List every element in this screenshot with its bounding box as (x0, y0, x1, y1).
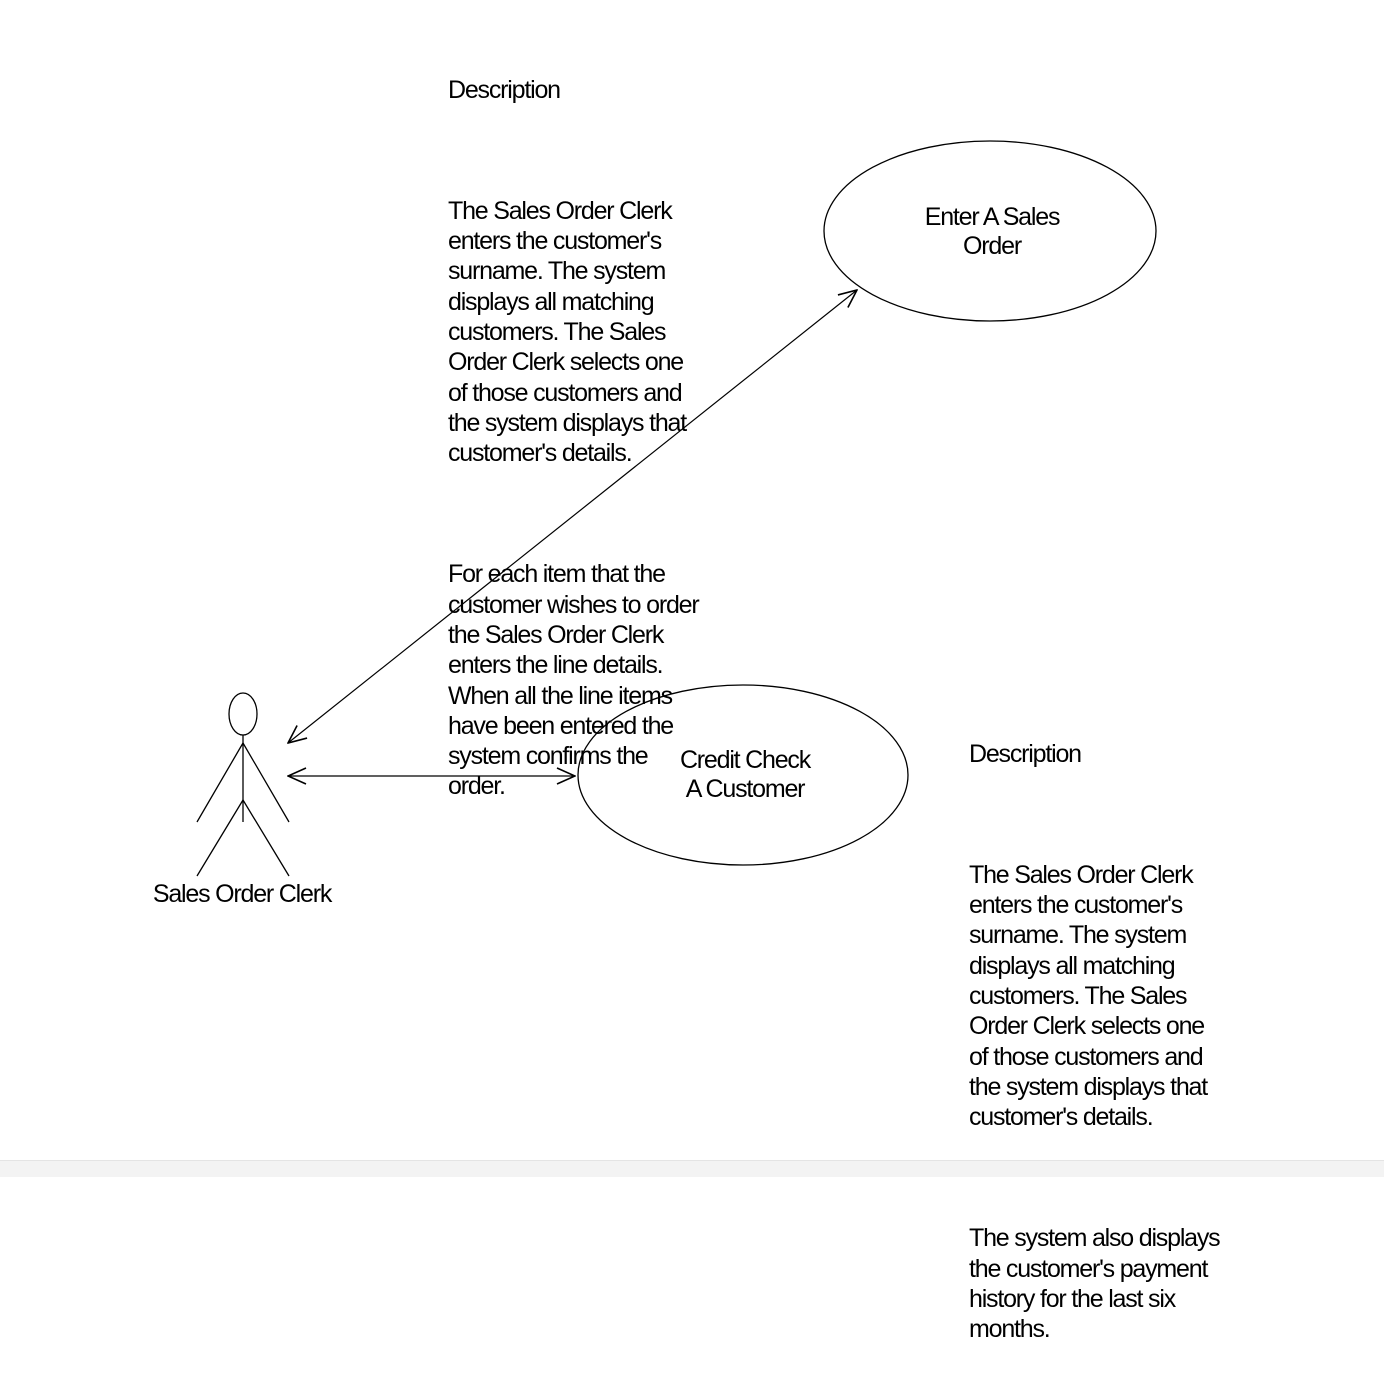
association-enter-sales-order (288, 290, 857, 743)
actor-label: Sales Order Clerk (152, 880, 332, 908)
use-case-diagram (196, 140, 1157, 877)
description-heading: Description (448, 75, 561, 104)
description-paragraph: The system also displays the customer's … (969, 1224, 1221, 1344)
description-paragraph: The Sales Order Clerk enters the custome… (448, 196, 687, 468)
actor-icon[interactable] (196, 692, 290, 877)
description-paragraph: The Sales Order Clerk enters the custome… (969, 860, 1208, 1132)
use-case-credit-check-label: Credit Check A Customer (679, 746, 811, 803)
actor-arm-right (242, 742, 290, 823)
description-paragraph: For each item that the customer wishes t… (448, 560, 700, 801)
actor-leg-left (196, 799, 244, 877)
actor-head (228, 692, 258, 736)
actor-leg-right (242, 799, 290, 877)
bottom-edge (0, 1160, 1384, 1177)
actor-arm-left (196, 742, 244, 823)
description-note-credit-check: Description The Sales Order Clerk enters… (969, 678, 1221, 1375)
use-case-enter-sales-order[interactable] (823, 140, 1157, 322)
description-note-enter-sales-order: Description The Sales Order Clerk enters… (448, 14, 700, 832)
use-case-enter-sales-order-label: Enter A Sales Order (924, 203, 1061, 260)
description-heading: Description (969, 739, 1082, 768)
